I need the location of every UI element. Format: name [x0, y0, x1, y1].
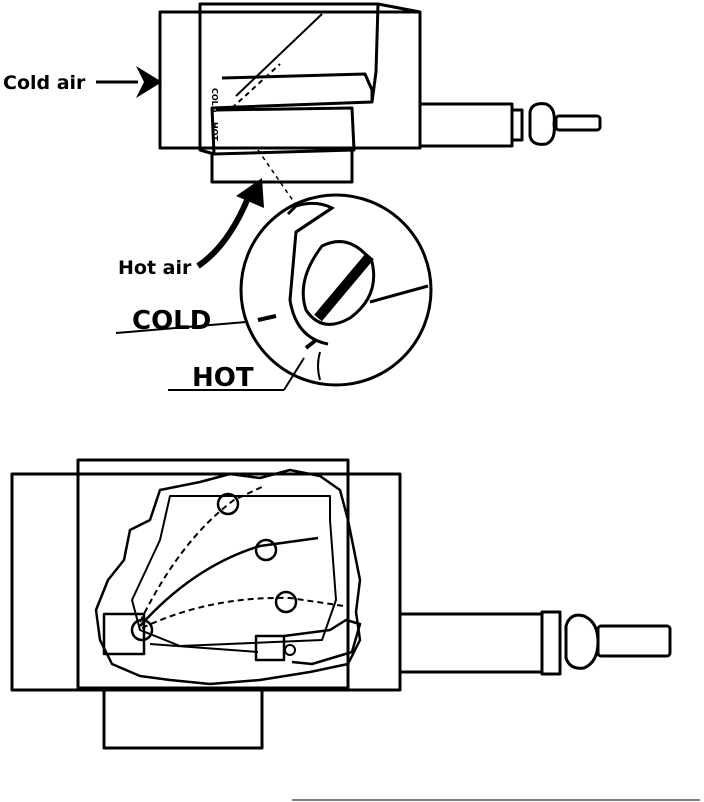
flap-line-dashed [231, 63, 281, 109]
cold-air-arrow [96, 66, 162, 98]
leader-to-detail [257, 149, 297, 206]
actuator-rod [554, 114, 602, 132]
position-scale: COLD HOT [210, 88, 219, 141]
bottom-assembly-figure [10, 458, 672, 750]
flap-position-mid [139, 536, 319, 627]
detail-shelf [295, 206, 333, 234]
flap-line [235, 13, 323, 97]
lower-housing-outer [10, 472, 402, 692]
body-top-edge [377, 2, 421, 14]
flap-pivot-closed [274, 590, 298, 614]
hot-air-arrowhead [236, 178, 264, 208]
label-hot-air: Hot air [118, 257, 192, 279]
link-block [254, 634, 286, 662]
detail-hot-notch [317, 351, 321, 381]
link-pin [284, 644, 296, 656]
hot-air-arrow-shaft [196, 196, 251, 269]
detail-indicator-slot [314, 252, 374, 322]
top-assembly-figure [158, 2, 602, 206]
lower-actuator-knob [564, 613, 600, 670]
lower-actuator-tube [400, 612, 544, 674]
detail-hot-mark [304, 338, 318, 350]
air-box-housing [158, 10, 422, 150]
flap-pivot-mid [254, 538, 278, 562]
hot-leader-d [283, 357, 305, 391]
lower-housing-base [102, 690, 264, 750]
actuator-tube [420, 102, 514, 148]
air-box-body [198, 2, 380, 156]
flap-position-open [139, 485, 265, 623]
lower-actuator-collar [540, 610, 562, 676]
detail-circle [239, 193, 433, 387]
body-lower-step [213, 106, 356, 156]
link-arm [283, 618, 362, 666]
detail-flap [369, 284, 429, 304]
actuator-collar [510, 108, 524, 142]
cold-leader [115, 321, 247, 334]
body-inner-step [221, 72, 374, 102]
scale-mark-hot: HOT [210, 122, 219, 141]
cold-air-arrowhead [136, 66, 162, 98]
inner-cavity [131, 495, 337, 647]
indicator-leaders [115, 321, 305, 391]
flap-position-closed [141, 596, 345, 629]
lower-housing-front [76, 458, 350, 690]
hot-air-arrow [196, 178, 264, 269]
label-cold-air: Cold air [3, 72, 86, 94]
label-cold: COLD [132, 306, 211, 336]
detail-cold-mark [257, 314, 277, 322]
scale-mark-cold: COLD [210, 88, 219, 113]
flap-pivot-open [216, 492, 240, 516]
actuator-knob [528, 102, 556, 146]
link-rod [149, 643, 259, 653]
cutaway-edge [94, 468, 362, 686]
detail-shaft-disc [301, 240, 376, 326]
detail-magnifier [239, 193, 433, 387]
label-hot: HOT [192, 363, 254, 393]
lower-actuator-rod [596, 624, 672, 658]
main-hinge [130, 618, 154, 642]
hinge-bracket [102, 612, 146, 656]
